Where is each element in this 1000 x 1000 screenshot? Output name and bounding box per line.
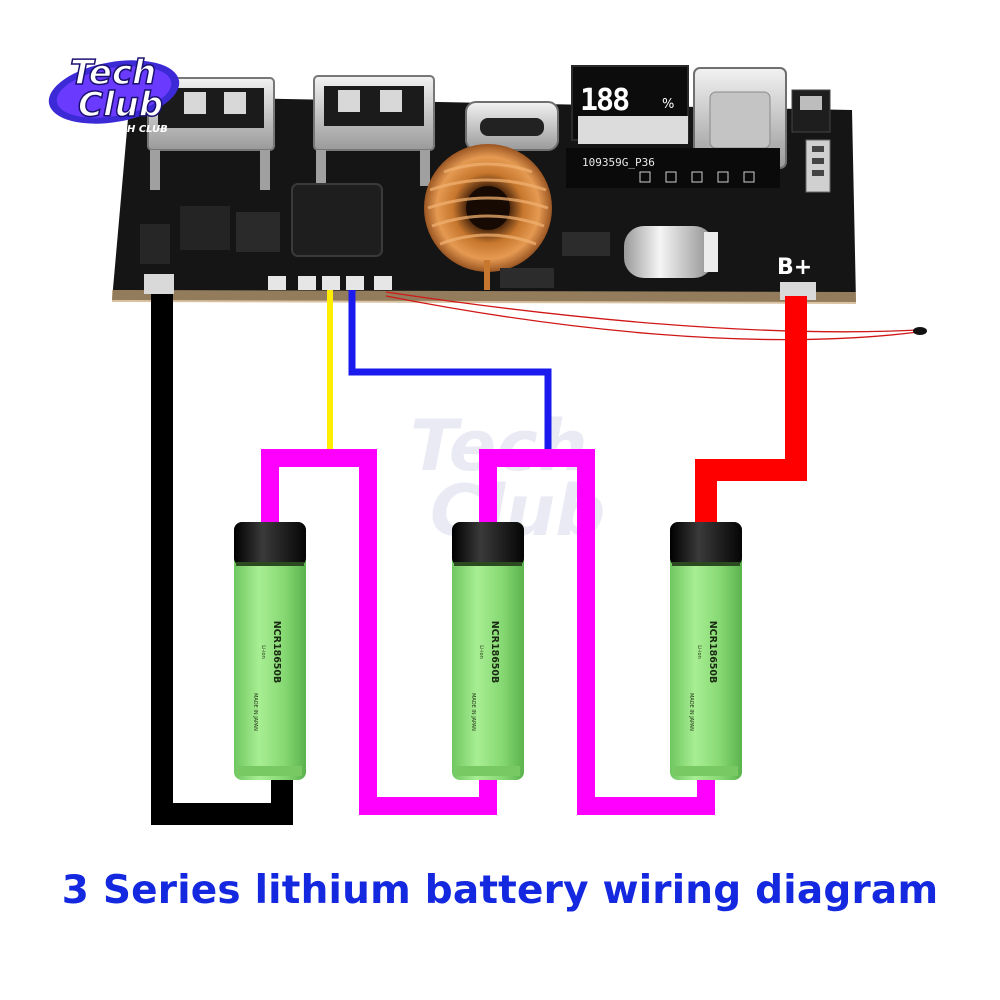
positive-wire (695, 296, 807, 524)
cell-cap (452, 522, 524, 566)
cell-rim (236, 562, 304, 566)
tech-club-logo: Tech Club TECH CLUB (44, 40, 184, 140)
balance-pads (268, 276, 392, 290)
logo-subtitle: TECH CLUB (106, 124, 168, 135)
smd-chip-5 (500, 268, 554, 288)
power-inductor (291, 183, 383, 257)
logo-line-2: Club (78, 85, 163, 125)
cell-model: NCR18650B (707, 621, 718, 684)
cell-chemistry: Li-ion (696, 645, 702, 659)
balance-wire-blue (348, 290, 552, 452)
cell-body (234, 522, 306, 780)
board-model-code: 109359G_P36 (582, 156, 655, 169)
logo-mark: Tech Club TECH CLUB (48, 52, 180, 135)
watermark-logo: Tech Club (410, 405, 605, 552)
series-link-2 (479, 449, 715, 815)
thermistor-wire (385, 291, 927, 341)
cell-base (674, 766, 738, 776)
logo-line-1: Tech (70, 53, 156, 93)
cell-base (238, 766, 302, 776)
diagram-title: 3 Series lithium battery wiring diagram (61, 868, 939, 913)
cell-body (452, 522, 524, 780)
display-digits: 188 (580, 83, 629, 118)
usb-a-port-1[interactable] (147, 77, 275, 190)
watermark-text-1: Tech (410, 405, 588, 487)
toroid-inductor (424, 144, 552, 290)
cell-chemistry: Li-ion (478, 645, 484, 659)
cell-model: NCR18650B (489, 621, 500, 684)
cell-rim (672, 562, 740, 566)
pcb-edge (112, 290, 856, 304)
cell-body (670, 522, 742, 780)
cell-cap (670, 522, 742, 566)
pin-header (805, 139, 831, 193)
cell-origin: MADE IN JAPAN (252, 693, 258, 731)
usb-c-port[interactable] (465, 101, 559, 151)
pcb-board: 188 % 109359G_P36 (112, 65, 856, 304)
usb-a-port-2[interactable] (313, 75, 435, 186)
display-mount (578, 116, 688, 144)
smd-chip-4 (562, 232, 610, 256)
cell-model: NCR18650B (271, 621, 282, 684)
negative-pad (144, 274, 174, 294)
smd-chip-1 (180, 206, 230, 250)
cell-rim (454, 562, 522, 566)
led-display: 188 % (571, 65, 689, 144)
display-unit: % (662, 97, 674, 112)
bplus-pad (780, 282, 816, 300)
electrolytic-capacitor (624, 226, 718, 278)
bplus-label: B+ (777, 255, 812, 280)
cell-origin: MADE IN JAPAN (470, 693, 476, 731)
cell-cap (234, 522, 306, 566)
cell-base (456, 766, 520, 776)
smd-chip-3 (140, 224, 170, 264)
cell-origin: MADE IN JAPAN (688, 693, 694, 731)
cell-chemistry: Li-ion (260, 645, 266, 659)
power-button[interactable] (791, 89, 831, 133)
smd-chip-2 (236, 212, 280, 252)
negative-wire (151, 294, 293, 825)
series-link-1 (261, 449, 497, 815)
